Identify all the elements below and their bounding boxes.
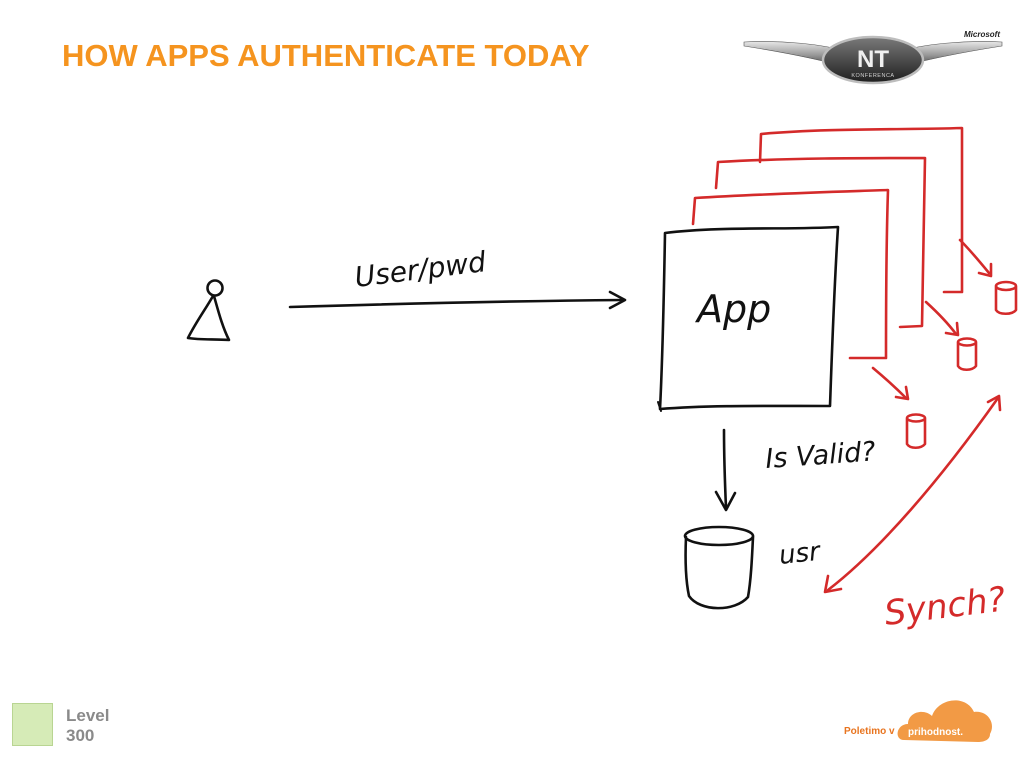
extra-store-1-body [905,417,927,450]
app-to-store-arrowhead [714,490,737,512]
extra-store-arrow-1 [871,366,908,400]
logo-sub-text: KONFERENCA [851,73,894,79]
user-figure-head [206,279,224,297]
tagline-cloud-shape [897,700,993,742]
level-number: 300 [66,726,95,745]
user-to-app-arrowhead [608,290,627,310]
extra-store-2-top [956,337,978,347]
synch-label: Synch? [882,579,1008,634]
credentials-label: User/pwd [353,245,488,294]
logo-nt-text: NT [857,46,889,73]
extra-store-3-body [994,285,1018,316]
user-store-label: usr [778,537,824,571]
tagline-word: prihodnost. [908,727,963,738]
extra-store-arrow-3 [958,238,991,275]
extra-app-frame-2 [714,156,927,329]
slide-title: HOW APPS AUTHENTICATE TODAY [62,38,590,73]
extra-store-1-top [905,413,927,423]
logo-microsoft-text: Microsoft [964,30,1000,39]
user-figure-body [186,294,231,342]
level-indicator-box [12,703,53,746]
level-indicator-text: Level 300 [66,706,109,746]
sync-double-arrow [826,396,1000,592]
extra-app-frame-3 [758,126,964,294]
user-to-app-arrow [288,298,625,309]
extra-store-2-body [956,341,978,372]
extra-store-3-top [994,280,1018,292]
tagline-prefix: Poletimo v [844,726,895,737]
app-to-store-arrow [722,428,728,510]
nt-konferenca-logo: NT KONFERENCA Microsoft [743,30,1003,85]
user-store-cylinder-top [683,525,755,547]
level-word: Level [66,706,110,725]
logo-badge [821,35,925,85]
extra-store-arrow-2 [924,300,958,336]
app-label: App [694,287,771,331]
is-valid-label: Is Valid? [764,436,876,475]
app-box [658,225,840,411]
user-store-cylinder-body [684,535,755,610]
tagline-logo: Poletimo v prihodnost. [844,700,993,742]
extra-app-frame-1 [691,188,890,360]
